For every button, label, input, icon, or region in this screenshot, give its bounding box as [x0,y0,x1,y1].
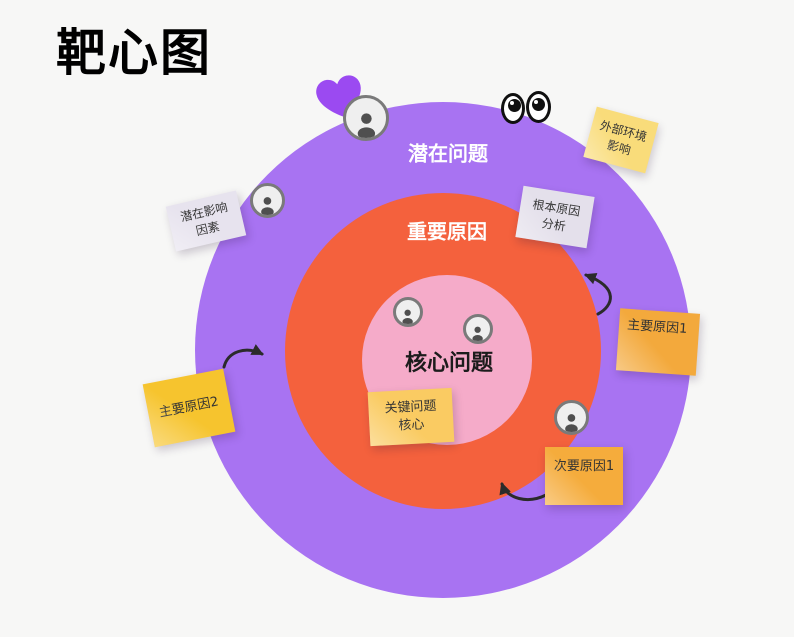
person-icon [402,309,414,324]
eye-glint [534,100,538,104]
avatar-bottom-right[interactable] [554,400,589,435]
googly-eye-right[interactable] [526,91,551,123]
pupil [532,98,545,111]
pupil [508,99,521,112]
avatar-left[interactable] [250,183,285,218]
sticky-note-root-cause-analysis[interactable]: 根本原因 分析 [515,185,595,249]
googly-eye-left[interactable] [501,93,525,124]
sticky-note-primary-cause-1[interactable]: 主要原因1 [615,308,701,376]
page-title[interactable]: 靶心图 [56,24,212,82]
sticky-note-secondary-cause-1[interactable]: 次要原因1 [545,447,623,505]
ring-label-core[interactable]: 核心问题 [404,351,494,376]
avatar-top[interactable] [343,95,389,141]
eye-glint [510,101,514,105]
person-icon [261,197,274,215]
ring-label-outer[interactable]: 潜在问题 [408,141,488,166]
avatar-core-2[interactable] [463,314,493,344]
avatar-core-1[interactable] [393,297,423,327]
ring-label-middle[interactable]: 重要原因 [407,219,487,244]
person-icon [357,113,375,138]
person-icon [472,326,484,341]
person-icon [565,414,578,432]
sticky-note-key-problem-core[interactable]: 关键问题 核心 [367,387,455,447]
